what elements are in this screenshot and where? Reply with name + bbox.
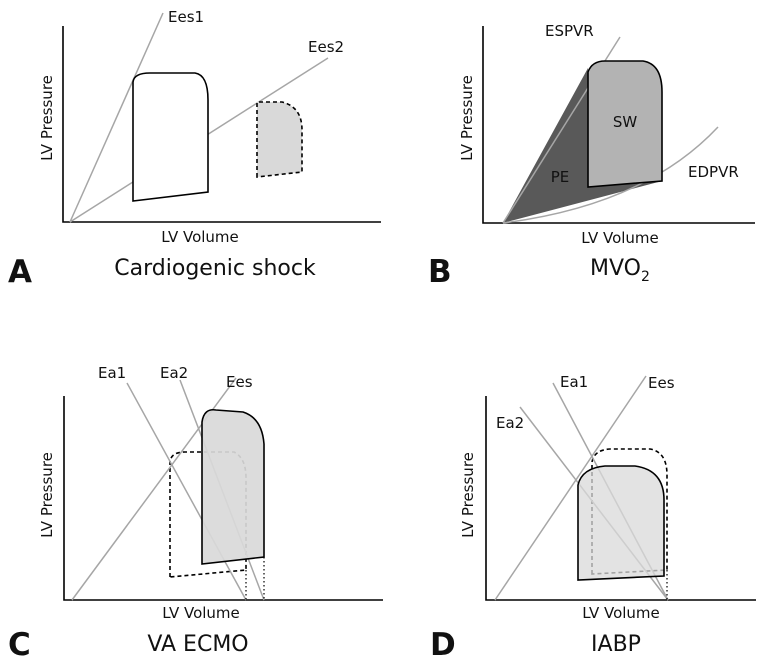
y-axis-label: LV Pressure [38,75,56,161]
panel-caption-b: MVO2 [590,256,650,285]
panel-letter-a: A [8,254,32,290]
iabp-pv-loop [577,465,665,581]
ees-line [494,375,647,601]
panel-caption-d: IABP [591,632,641,657]
ees-label: Ees [226,373,253,391]
shock-pv-loop [256,101,303,178]
panel-a-axes [62,26,381,223]
ees2-label: Ees2 [308,38,344,56]
x-axis-label: LV Volume [161,228,239,246]
panel-c: Ea1 Ea2 Ees LV Volume LV Pressure C VA E… [8,364,383,662]
panel-letter-c: C [8,627,31,662]
panel-letter-d: D [430,627,456,662]
ees1-line [69,12,164,223]
ea2-label: Ea2 [496,414,524,432]
ea1-label: Ea1 [560,373,588,391]
ecmo-pv-loop [201,408,265,565]
panel-caption-c: VA ECMO [147,632,248,657]
ea1-label: Ea1 [98,364,126,382]
y-axis-label: LV Pressure [459,452,477,538]
ees-label: Ees [648,374,675,392]
sw-pv-loop [587,60,663,188]
x-axis-label: LV Volume [581,229,659,247]
baseline-pv-loop [591,448,668,575]
panel-d: Ea1 Ea2 Ees LV Volume LV Pressure D IABP [430,373,756,662]
panel-caption-a: Cardiogenic shock [114,256,316,281]
edpvr-label: EDPVR [688,163,739,181]
panel-c-axes [63,396,383,601]
ea2-label: Ea2 [160,364,188,382]
ea1-line [126,382,247,601]
caption-subscript: 2 [641,269,650,285]
panel-d-axes [485,396,756,601]
pe-label: PE [551,168,570,186]
edpvr-curve [502,126,719,224]
panel-b: ESPVR EDPVR SW PE LV Volume LV Pressure … [428,22,755,290]
panel-a: Ees1 Ees2 LV Volume LV Pressure A Cardio… [8,8,381,290]
x-axis-label: LV Volume [162,604,240,622]
ees1-label: Ees1 [168,8,204,26]
panel-letter-b: B [428,254,452,290]
espvr-label: ESPVR [545,22,594,40]
y-axis-label: LV Pressure [458,75,476,161]
x-axis-label: LV Volume [582,604,660,622]
caption-main: MVO [590,256,641,281]
baseline-pv-loop [132,72,209,202]
y-axis-label: LV Pressure [38,452,56,538]
sw-label: SW [613,113,638,131]
panel-b-axes [482,26,755,224]
